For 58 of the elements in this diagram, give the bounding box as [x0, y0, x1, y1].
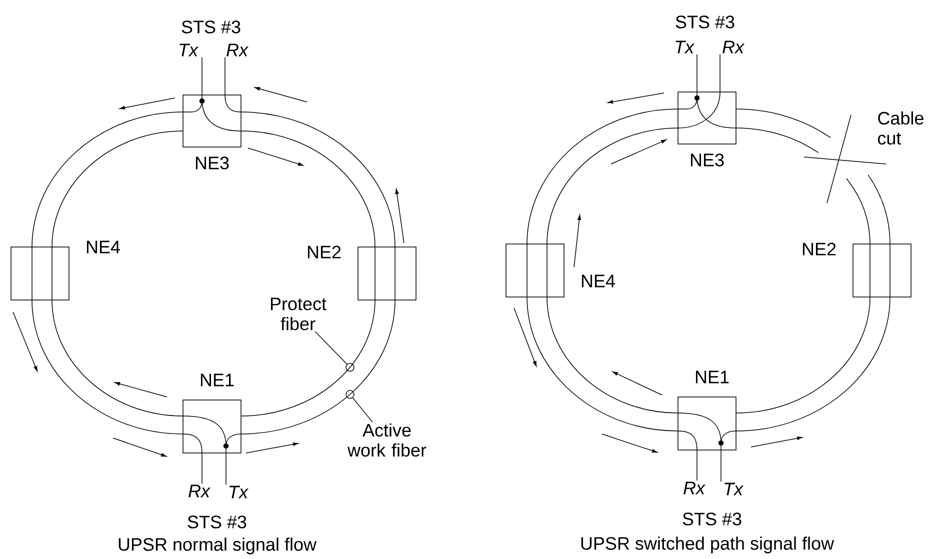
fiber-marker [346, 362, 354, 372]
signal-line [224, 57, 226, 96]
port-label: Tx [230, 486, 249, 498]
fiber-line [32, 300, 184, 434]
fiber-line [736, 128, 819, 153]
node-label: NE2 [308, 246, 341, 258]
signal-label: STS #3 [188, 516, 246, 528]
fiber-line [526, 108, 678, 244]
caption: UPSR switched path signal flow [581, 536, 834, 554]
fiber-marker [346, 390, 354, 399]
signal-label: STS #3 [676, 16, 734, 28]
fiber-line [546, 296, 678, 414]
port-label: Tx [724, 482, 744, 496]
caption: UPSR normal signal flow [118, 538, 317, 554]
fiber-line [736, 108, 831, 138]
network-element-box: NE4 [10, 240, 120, 300]
signal-line [720, 450, 722, 482]
port-label: Rx [188, 484, 211, 498]
callout-text: Cable cut [878, 111, 924, 145]
callout-text: Active work fiber [347, 423, 426, 457]
node-label: NE3 [690, 154, 724, 166]
signal-label: STS #3 [182, 20, 240, 34]
port-label: Tx [676, 40, 695, 54]
node-label: NE2 [802, 242, 836, 256]
signal-label: STS #3 [682, 512, 742, 526]
fiber-line [546, 128, 678, 244]
fiber-line [240, 300, 376, 416]
node-label: NE1 [200, 374, 234, 386]
network-element-box: NE2 [802, 242, 912, 298]
fiber-line [868, 174, 890, 244]
fiber-line [240, 130, 376, 248]
network-element-box: NE3 [182, 94, 242, 170]
signal-line [696, 54, 698, 92]
network-element-box: NE1 [678, 370, 736, 450]
fiber-line [736, 296, 870, 414]
port-label: Rx [722, 40, 745, 54]
node-label: NE4 [582, 274, 615, 288]
leader-line [352, 397, 373, 423]
fiber-line [736, 296, 890, 432]
fiber-line [526, 296, 678, 432]
port-label: Tx [180, 44, 199, 56]
fiber-line [32, 112, 184, 248]
network-element-box: NE1 [182, 374, 242, 454]
fiber-line [846, 178, 870, 244]
fiber-line [52, 300, 184, 416]
fiber-line [240, 112, 396, 248]
node-label: NE1 [696, 370, 729, 384]
network-element-box: NE3 [678, 92, 736, 166]
signal-line [696, 450, 698, 481]
node-label: NE3 [196, 156, 229, 170]
port-label: Rx [226, 44, 249, 56]
fiber-line [240, 300, 396, 434]
network-element-box: NE4 [506, 244, 615, 298]
callout-text: Protect fiber [270, 298, 326, 330]
node-label: NE4 [86, 240, 120, 254]
leader-line [314, 331, 348, 365]
port-label: Rx [684, 482, 706, 494]
fiber-line [52, 130, 184, 248]
